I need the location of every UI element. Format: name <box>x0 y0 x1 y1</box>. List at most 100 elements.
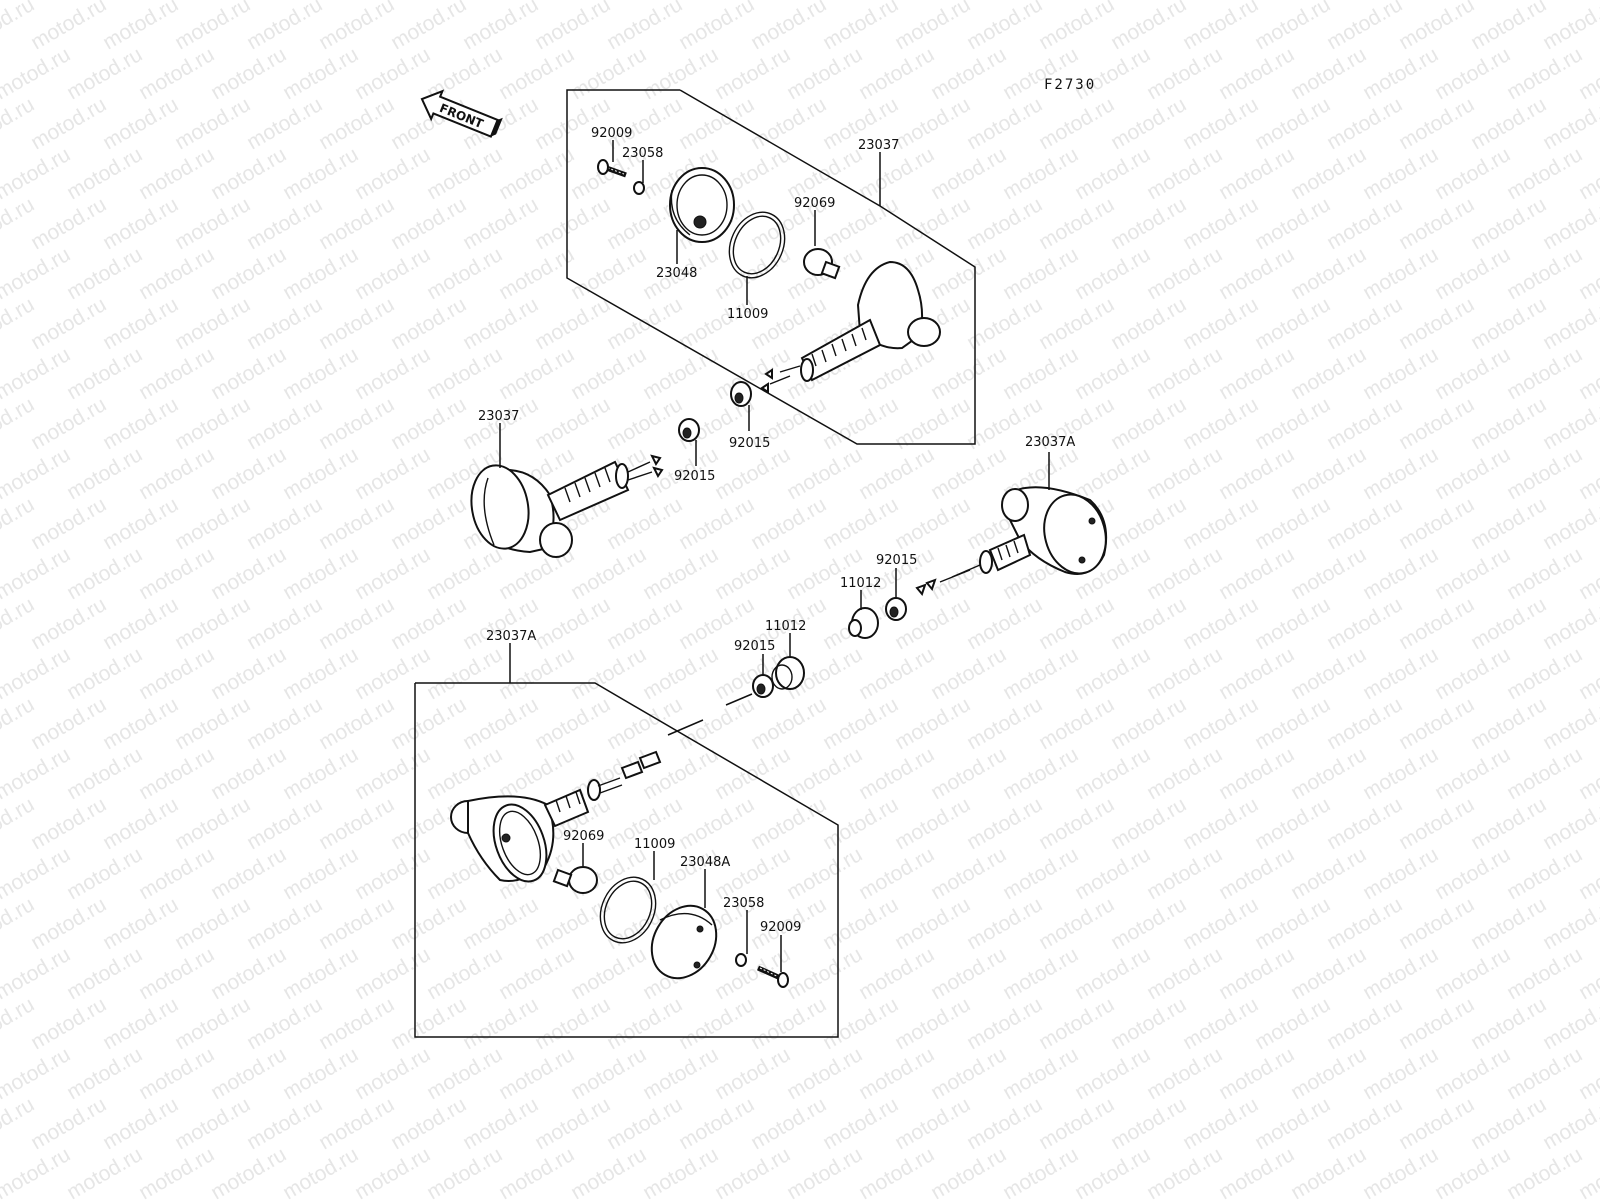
watermark-text: motod.ru <box>1179 1093 1262 1154</box>
watermark-text: motod.ru <box>711 543 794 604</box>
watermark-text: motod.ru <box>1071 643 1154 704</box>
screw-92009-top <box>597 159 627 178</box>
watermark-text: motod.ru <box>1467 793 1550 854</box>
watermark-text: motod.ru <box>783 943 866 1004</box>
watermark-text: motod.ru <box>675 493 758 554</box>
watermark-text: motod.ru <box>1035 293 1118 354</box>
watermark-text: motod.ru <box>459 893 542 954</box>
watermark-text: motod.ru <box>711 343 794 404</box>
watermark-text: motod.ru <box>747 493 830 554</box>
label-11009-top: 11009 <box>727 307 768 322</box>
watermark-text: motod.ru <box>387 993 470 1054</box>
watermark-text: motod.ru <box>351 143 434 204</box>
watermark-text: motod.ru <box>171 0 254 54</box>
watermark-text: motod.ru <box>1071 943 1154 1004</box>
watermark-text: motod.ru <box>891 793 974 854</box>
watermark-text: motod.ru <box>963 93 1046 154</box>
watermark-text: motod.ru <box>927 343 1010 404</box>
watermark-text: motod.ru <box>891 893 974 954</box>
watermark-text: motod.ru <box>1215 1043 1298 1104</box>
watermark-text: motod.ru <box>1215 243 1298 304</box>
watermark-text: motod.ru <box>963 193 1046 254</box>
watermark-text: motod.ru <box>963 593 1046 654</box>
watermark-text: motod.ru <box>1395 0 1478 54</box>
figure-code: F2730 <box>1044 77 1096 93</box>
watermark-text: motod.ru <box>747 293 830 354</box>
watermark-text: motod.ru <box>351 343 434 404</box>
watermark-text: motod.ru <box>747 93 830 154</box>
watermark-text: motod.ru <box>1395 493 1478 554</box>
watermark-text: motod.ru <box>531 393 614 454</box>
watermark-text: motod.ru <box>1359 343 1442 404</box>
assembly-boundary-top <box>566 89 976 445</box>
watermark-text: motod.ru <box>1503 543 1586 604</box>
watermark-text: motod.ru <box>207 1043 290 1104</box>
watermark-text: motod.ru <box>1431 1043 1514 1104</box>
label-92009-bottom: 92009 <box>760 920 801 935</box>
watermark-text: motod.ru <box>1179 493 1262 554</box>
watermark-text: motod.ru <box>675 293 758 354</box>
watermark-text: motod.ru <box>1179 0 1262 54</box>
watermark-text: motod.ru <box>243 893 326 954</box>
watermark-text: motod.ru <box>99 393 182 454</box>
watermark-text: motod.ru <box>747 1093 830 1154</box>
watermark-text: motod.ru <box>1323 793 1406 854</box>
watermark-text: motod.ru <box>531 1093 614 1154</box>
watermark-text: motod.ru <box>27 493 110 554</box>
watermark-text: motod.ru <box>135 643 218 704</box>
watermark-text: motod.ru <box>243 493 326 554</box>
watermark-text: motod.ru <box>171 993 254 1054</box>
bulb-92069-top <box>803 248 841 280</box>
watermark-text: motod.ru <box>1035 993 1118 1054</box>
watermark-text: motod.ru <box>531 193 614 254</box>
watermark-text: motod.ru <box>1467 293 1550 354</box>
watermark-text: motod.ru <box>603 293 686 354</box>
label-92069-bottom: 92069 <box>563 829 604 844</box>
watermark-text: motod.ru <box>99 193 182 254</box>
watermark-text: motod.ru <box>135 43 218 104</box>
watermark-text: motod.ru <box>1467 93 1550 154</box>
gasket-11009-bottom <box>599 876 657 944</box>
watermark-text: motod.ru <box>1287 343 1370 404</box>
watermark-text: motod.ru <box>747 793 830 854</box>
watermark-text: motod.ru <box>1467 0 1550 54</box>
watermark-text: motod.ru <box>27 693 110 754</box>
watermark-text: motod.ru <box>1359 1043 1442 1104</box>
watermark-text: motod.ru <box>1467 193 1550 254</box>
watermark-text: motod.ru <box>1179 293 1262 354</box>
watermark-text: motod.ru <box>999 43 1082 104</box>
watermark-text: motod.ru <box>1251 593 1334 654</box>
lens-23048A <box>650 904 718 980</box>
watermark-text: motod.ru <box>243 693 326 754</box>
watermark-text: motod.ru <box>1179 993 1262 1054</box>
label-23058-top: 23058 <box>622 146 663 161</box>
watermark-text: motod.ru <box>63 143 146 204</box>
watermark-text: motod.ru <box>243 293 326 354</box>
watermark-text: motod.ru <box>1431 1143 1514 1200</box>
label-11009-bottom: 11009 <box>634 837 675 852</box>
watermark-text: motod.ru <box>1179 93 1262 154</box>
watermark-text: motod.ru <box>1107 1093 1190 1154</box>
watermark-text: motod.ru <box>999 743 1082 804</box>
watermark-text: motod.ru <box>1395 993 1478 1054</box>
watermark-text: motod.ru <box>1251 93 1334 154</box>
watermark-text: motod.ru <box>135 1043 218 1104</box>
watermark-text: motod.ru <box>315 1093 398 1154</box>
watermark-text: motod.ru <box>279 743 362 804</box>
watermark-text: motod.ru <box>207 143 290 204</box>
watermark-text: motod.ru <box>639 1043 722 1104</box>
label-92015-d: 92015 <box>734 639 775 654</box>
watermark-text: motod.ru <box>1215 43 1298 104</box>
watermark-text: motod.ru <box>27 0 110 54</box>
watermark-text: motod.ru <box>1395 193 1478 254</box>
watermark-text: motod.ru <box>1575 0 1600 4</box>
watermark-text: motod.ru <box>567 1043 650 1104</box>
watermark-text: motod.ru <box>855 1143 938 1200</box>
watermark-text: motod.ru <box>603 393 686 454</box>
watermark-text: motod.ru <box>351 1043 434 1104</box>
watermark-text: motod.ru <box>1323 593 1406 654</box>
watermark-text: motod.ru <box>1035 893 1118 954</box>
watermark-text: motod.ru <box>1287 243 1370 304</box>
watermark-text: motod.ru <box>1359 643 1442 704</box>
watermark-text: motod.ru <box>1143 443 1226 504</box>
